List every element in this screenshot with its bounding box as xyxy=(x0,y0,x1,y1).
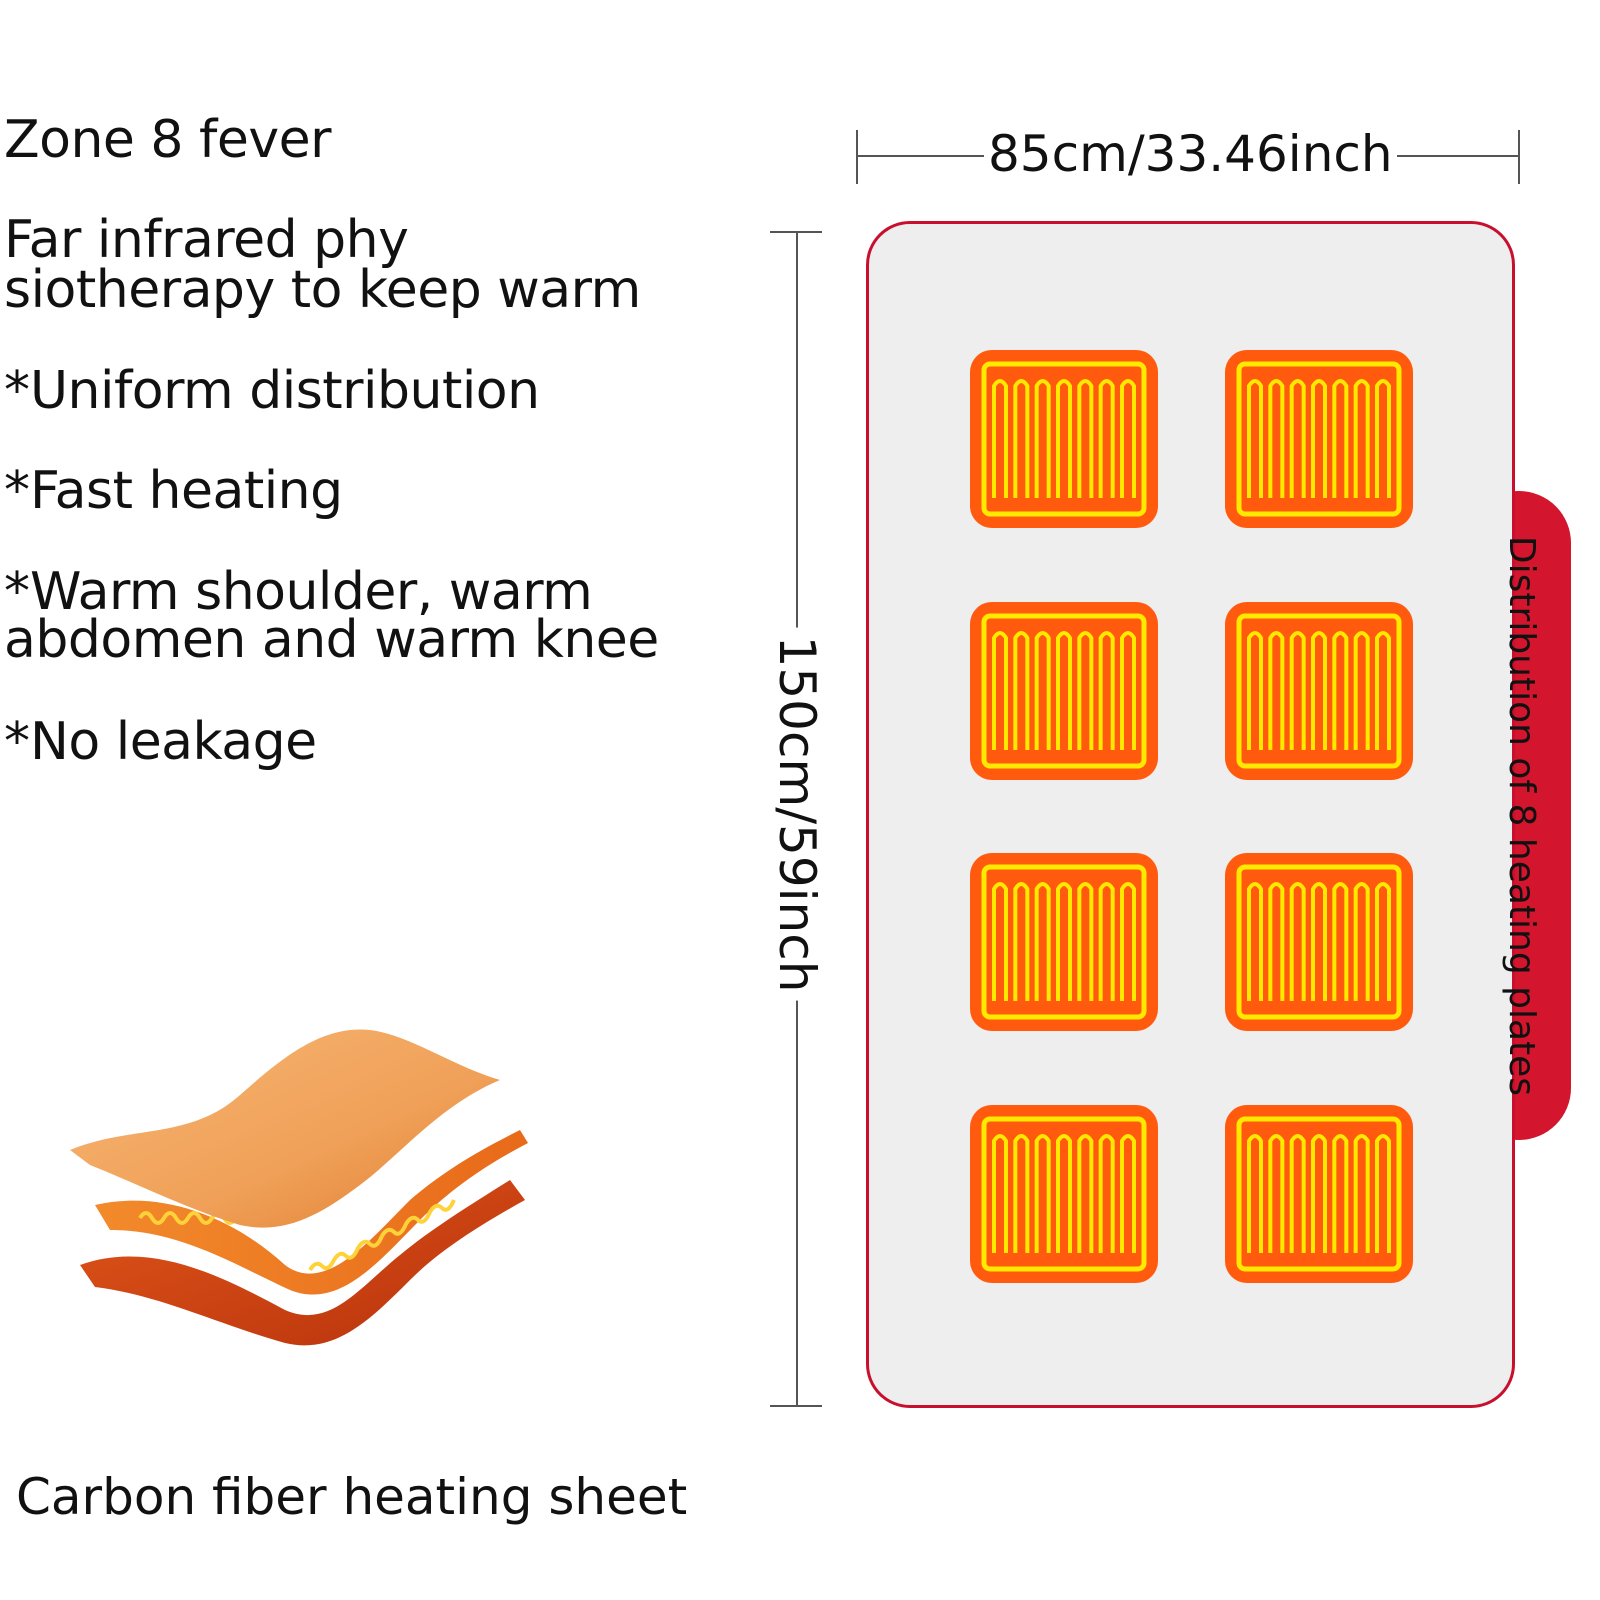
height-dimension-tick-bottom xyxy=(770,1405,822,1407)
heating-coil-icon xyxy=(1236,361,1402,517)
bullet-text: Warm shoulder, warm xyxy=(30,562,593,622)
heating-plate xyxy=(1225,853,1413,1031)
heating-plate xyxy=(1225,602,1413,780)
bullet-text: Fast heating xyxy=(30,461,343,521)
width-dimension-tick-right xyxy=(1518,130,1520,184)
heating-plate xyxy=(970,1105,1158,1283)
heating-coil-icon xyxy=(981,361,1147,517)
heating-plate xyxy=(1225,350,1413,528)
heating-pad-outline xyxy=(866,221,1515,1408)
bullet-fast-heating: *Fast heating xyxy=(4,465,343,517)
heating-coil-icon xyxy=(981,864,1147,1020)
heating-coil-icon xyxy=(1236,613,1402,769)
bullet-uniform-distribution: *Uniform distribution xyxy=(4,365,540,417)
heating-coil-icon xyxy=(981,1116,1147,1272)
bullet-no-leakage: *No leakage xyxy=(4,716,317,768)
height-dimension-label: 150cm/59inch xyxy=(768,627,826,1001)
heating-coil-icon xyxy=(1236,864,1402,1020)
heating-coil-icon xyxy=(1236,1116,1402,1272)
width-dimension-tick-left xyxy=(856,130,858,184)
bullet-warm-line-1: *Warm shoulder, warm xyxy=(4,562,593,622)
illustration-caption: Carbon fiber heating sheet xyxy=(16,1468,688,1526)
bullet-symbol: * xyxy=(4,361,30,421)
bullet-warm-line-2: abdomen and warm knee xyxy=(4,610,659,670)
far-infrared-line-2: siotherapy to keep warm xyxy=(4,260,641,320)
bullet-symbol: * xyxy=(4,461,30,521)
bullet-text: No leakage xyxy=(30,712,317,772)
bullet-text: Uniform distribution xyxy=(30,361,540,421)
bullet-symbol: * xyxy=(4,562,30,622)
heating-plate xyxy=(970,350,1158,528)
heating-plate xyxy=(970,853,1158,1031)
feature-title: Zone 8 fever xyxy=(4,110,331,170)
far-infrared-line-1: Far infrared phy xyxy=(4,210,409,270)
heating-plate xyxy=(970,602,1158,780)
heating-plate xyxy=(1225,1105,1413,1283)
bullet-symbol: * xyxy=(4,712,30,772)
width-dimension-label: 85cm/33.46inch xyxy=(984,128,1397,180)
heating-coil-icon xyxy=(981,613,1147,769)
layered-heating-sheet-icon xyxy=(70,1029,528,1346)
heating-plates-side-label: Distribution of 8 heating plates xyxy=(1501,535,1542,1097)
